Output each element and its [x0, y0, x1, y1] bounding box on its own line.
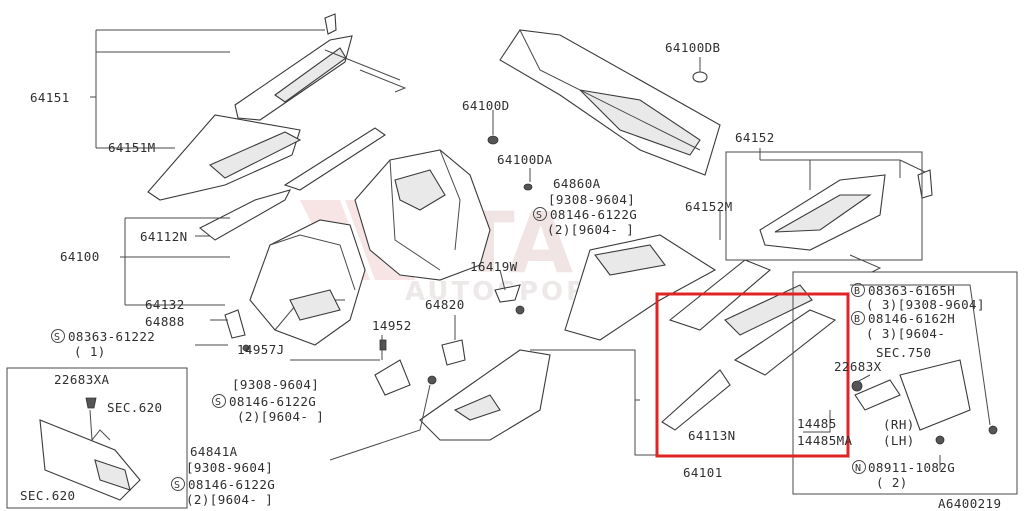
symbol-s-1: S: [51, 329, 65, 343]
part-64151-panel: [234, 13, 407, 121]
label-14952: 14952: [372, 318, 412, 333]
label-64841a: 64841A: [190, 444, 238, 459]
label-08363-61222: 08363-61222: [68, 329, 155, 344]
label-14957j-range: [9308-9604]: [232, 377, 319, 392]
label-sec620-b: SEC.620: [20, 488, 75, 503]
part-strut-tower: [354, 149, 491, 281]
group-64152-frame: [725, 151, 923, 261]
symbol-s-3: S: [212, 394, 226, 408]
part-14952-bracket: [374, 339, 411, 396]
label-08146-6122g-a: 08146-6122G: [550, 207, 637, 222]
symbol-n-1: N: [852, 460, 866, 474]
label-08146-6122g-a-qty: (2)[9604- ]: [547, 222, 634, 237]
label-64100d: 64100D: [462, 98, 510, 113]
label-08146-6162h-qty: ( 3)[9604-: [866, 326, 945, 341]
label-08363-61222-qty: ( 1): [74, 344, 106, 359]
label-64100: 64100: [60, 249, 100, 264]
label-08146-6162h: 08146-6162H: [868, 311, 955, 326]
label-64112n: 64112N: [140, 229, 188, 244]
label-08911-1082g-qty: ( 2): [876, 475, 908, 490]
inset-radiator-support: [6, 367, 188, 509]
part-sec750-bracket: [854, 359, 971, 431]
svg-text:S: S: [54, 332, 60, 343]
label-64100db: 64100DB: [665, 40, 720, 55]
group-hardware-frame: [792, 271, 1018, 495]
symbol-s-2: S: [533, 207, 547, 221]
part-64113n-member: [661, 259, 837, 431]
label-64888: 64888: [145, 314, 185, 329]
label-64132: 64132: [145, 297, 185, 312]
label-64151: 64151: [30, 90, 70, 105]
part-64820-apron: [419, 339, 551, 441]
label-14485: 14485: [797, 416, 837, 431]
label-22683x: 22683X: [834, 359, 882, 374]
label-16419w: 16419W: [470, 259, 518, 274]
svg-text:S: S: [536, 210, 542, 221]
label-sec750: SEC.750: [876, 345, 931, 360]
label-08363-6165h-qty: ( 3)[9308-9604]: [866, 297, 985, 312]
label-diagram-id: A6400219: [938, 496, 1001, 511]
svg-text:N: N: [855, 463, 861, 474]
highlight-box: [655, 292, 850, 458]
svg-text:B: B: [854, 314, 860, 325]
svg-text:S: S: [174, 480, 180, 491]
svg-text:S: S: [215, 397, 221, 408]
part-64151m-panel: [147, 114, 386, 241]
label-14485ma: 14485MA: [797, 433, 853, 448]
label-64151m: 64151M: [108, 140, 156, 155]
label-08146-6122g-b-qty: (2)[9604- ]: [237, 409, 324, 424]
symbol-b-2: B: [851, 311, 865, 325]
label-64860a-range: [9308-9604]: [548, 192, 635, 207]
part-center-member: [564, 234, 717, 341]
part-bolts: [224, 284, 998, 445]
label-64152: 64152: [735, 130, 775, 145]
symbol-s-4: S: [171, 477, 185, 491]
label-64820: 64820: [425, 297, 465, 312]
label-64841a-range: [9308-9604]: [186, 460, 273, 475]
label-08146-6122g-c-qty: (2)[9604- ]: [186, 492, 273, 507]
label-64860a: 64860A: [553, 176, 601, 191]
label-22683xa: 22683XA: [54, 372, 110, 387]
part-64152-panel: [759, 169, 933, 273]
symbol-b-1: B: [851, 283, 865, 297]
label-14957j: 14957J: [237, 342, 285, 357]
label-64113n: 64113N: [688, 428, 736, 443]
part-64132-wheelhouse: [249, 219, 366, 346]
label-rh: (RH): [883, 417, 915, 432]
label-64100da: 64100DA: [497, 152, 553, 167]
label-08146-6122g-c: 08146-6122G: [188, 477, 275, 492]
label-64152m: 64152M: [685, 199, 733, 214]
label-08363-6165h: 08363-6165H: [868, 283, 955, 298]
label-08146-6122g-b: 08146-6122G: [229, 394, 316, 409]
svg-text:B: B: [854, 286, 860, 297]
label-sec620-a: SEC.620: [107, 400, 162, 415]
label-lh: (LH): [883, 433, 915, 448]
label-64101: 64101: [683, 465, 723, 480]
label-08911-1082g: 08911-1082G: [868, 460, 955, 475]
part-cowl-top: [499, 29, 721, 176]
